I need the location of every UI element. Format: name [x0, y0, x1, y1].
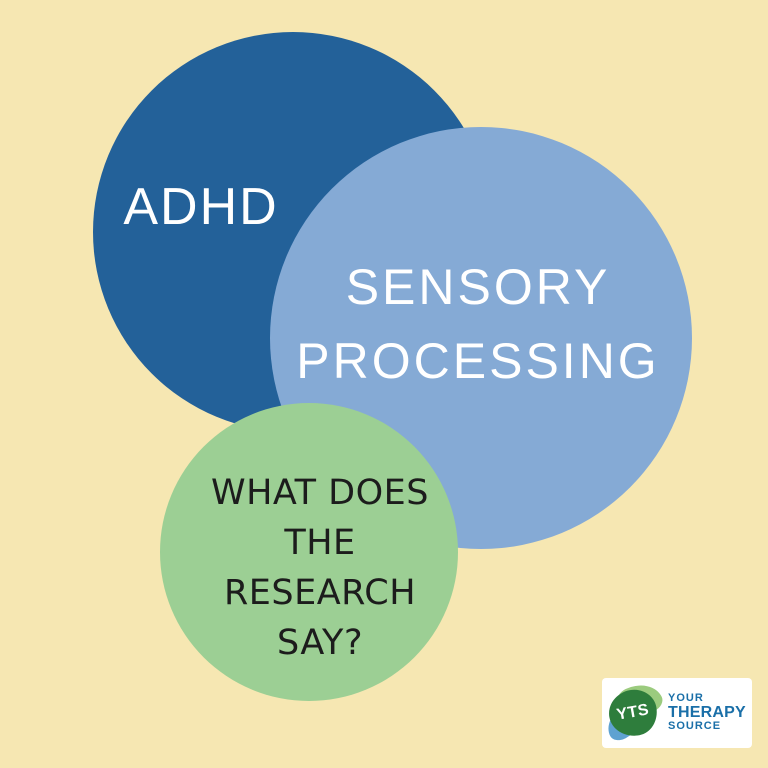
- yts-logo: YTS YOUR THERAPY SOURCE: [600, 676, 752, 748]
- sensory-processing-label: SENSORY PROCESSING: [248, 250, 708, 398]
- yts-leaf-logo-icon: YTS: [600, 676, 666, 745]
- research-label-line2: THE: [284, 523, 356, 563]
- sensory-label-line1: SENSORY: [345, 259, 611, 315]
- yts-monogram: YTS: [615, 701, 651, 724]
- sensory-label-line2: PROCESSING: [296, 333, 660, 389]
- logo-word-source: SOURCE: [668, 720, 722, 733]
- logo-word-your: YOUR: [668, 692, 704, 705]
- adhd-label: ADHD: [83, 181, 319, 233]
- logo-word-therapy: THERAPY: [668, 703, 746, 721]
- research-label-line4: SAY?: [276, 623, 364, 663]
- adhd-label-text: ADHD: [123, 178, 279, 236]
- research-label-line3: RESEARCH: [223, 573, 417, 613]
- logo-text-block: YOUR THERAPY SOURCE: [668, 692, 746, 733]
- research-question-label: WHAT DOES THE RESEARCH SAY?: [184, 468, 456, 668]
- research-label-line1: WHAT DOES: [211, 473, 429, 513]
- research-question-circle: [160, 403, 458, 701]
